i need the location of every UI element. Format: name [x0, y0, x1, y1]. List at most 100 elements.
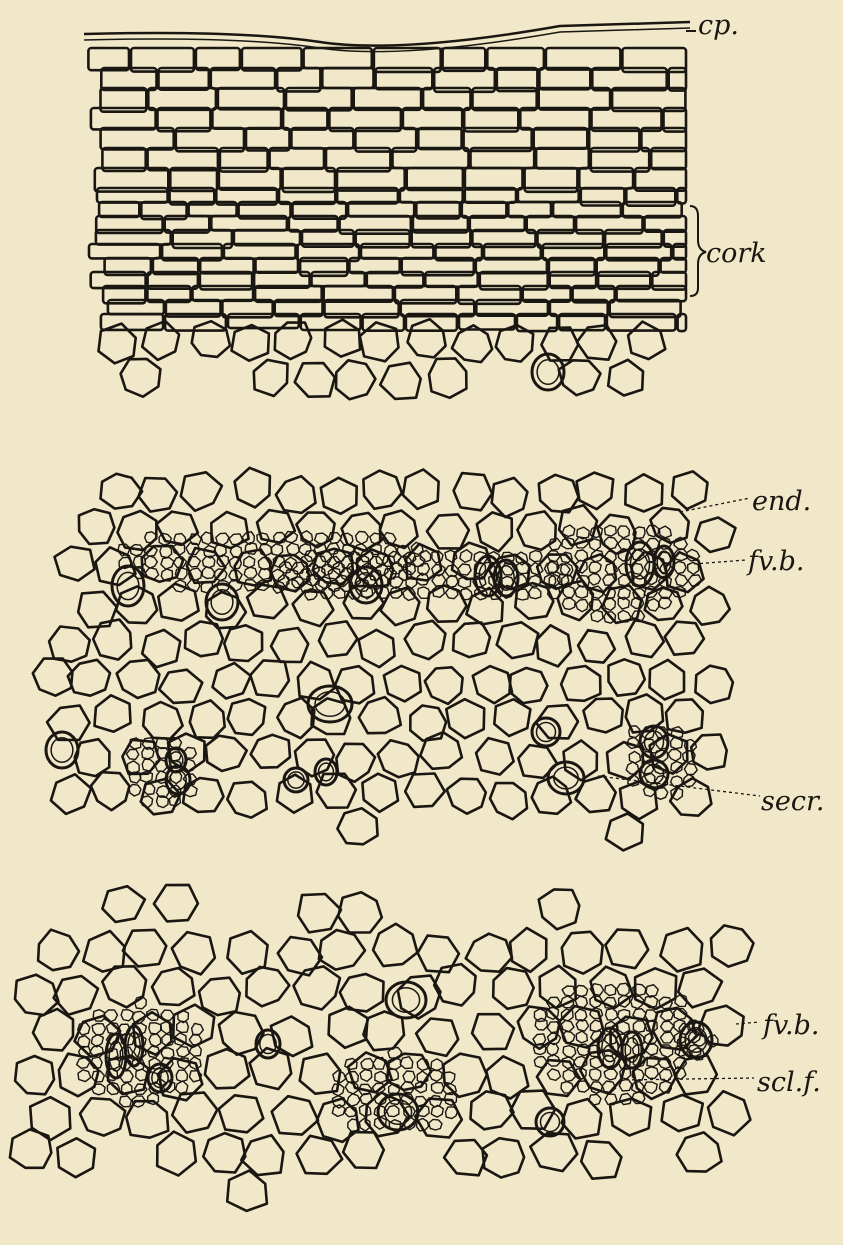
cell-wall — [562, 525, 575, 536]
cell-wall — [688, 575, 702, 586]
cell-wall — [271, 628, 308, 662]
cell-wall — [121, 359, 161, 397]
cell-wall — [359, 697, 401, 733]
cell-wall — [561, 1082, 574, 1094]
cell-wall — [632, 564, 644, 575]
cell-wall — [539, 475, 579, 513]
cork-cell — [89, 244, 160, 258]
cell-wall — [695, 666, 733, 703]
cell-wall — [628, 322, 665, 360]
cell-wall — [518, 1007, 560, 1049]
cell-wall — [145, 556, 157, 568]
cell-wall — [578, 630, 615, 663]
cell-wall — [617, 1022, 629, 1034]
cork-cell — [354, 88, 421, 110]
label-fvb-upper: fv.b. — [748, 548, 805, 575]
cell-wall — [172, 1093, 217, 1133]
cell-wall — [608, 360, 643, 396]
cell-wall — [95, 695, 131, 731]
cell-wall — [139, 478, 178, 512]
cell-wall — [230, 546, 241, 557]
cell-wall — [444, 1140, 487, 1175]
cell-wall — [254, 360, 288, 396]
middle-tissue-panel — [33, 468, 736, 851]
cork-cell — [539, 68, 590, 89]
cell-wall — [563, 1046, 576, 1058]
cell-wall — [660, 526, 672, 538]
cell-wall — [446, 699, 484, 738]
cell-wall — [425, 667, 463, 704]
cell-wall — [158, 584, 198, 621]
cell-wall — [79, 509, 115, 544]
cell-wall — [562, 986, 575, 996]
cell-wall — [561, 1021, 574, 1032]
cell-wall — [30, 1097, 70, 1140]
cell-wall — [539, 889, 580, 929]
cork-cell — [534, 128, 588, 149]
cell-wall — [511, 1091, 556, 1129]
cell-wall — [591, 967, 633, 1008]
cell-wall — [405, 774, 445, 807]
cell-wall — [547, 1069, 560, 1081]
label-secr: secr. — [761, 788, 824, 815]
vessel-inner — [537, 360, 559, 384]
cell-wall — [295, 363, 335, 397]
cell-wall — [213, 663, 251, 698]
cell-wall — [49, 627, 90, 662]
cell-wall — [490, 783, 527, 819]
cell-wall — [384, 666, 421, 702]
cell-wall — [432, 565, 445, 576]
cell-wall — [405, 621, 446, 659]
cell-wall — [562, 598, 575, 610]
cell-wall — [645, 588, 683, 620]
cell-wall — [129, 784, 141, 796]
cell-wall — [388, 1048, 402, 1060]
cell-wall — [359, 630, 395, 667]
cell-wall — [77, 1058, 90, 1069]
cell-wall — [257, 510, 295, 542]
cell-wall — [57, 1138, 95, 1177]
cell-wall — [675, 1055, 717, 1094]
cell-wall — [192, 1023, 204, 1034]
cork-cell — [256, 258, 299, 273]
cell-wall — [427, 514, 469, 548]
cell-wall — [431, 1105, 443, 1117]
cell-wall — [161, 557, 174, 569]
cell-wall — [361, 1059, 373, 1070]
cell-wall — [235, 468, 270, 508]
cell-wall — [189, 1035, 201, 1045]
cell-wall — [298, 894, 341, 932]
cell-wall — [126, 749, 138, 759]
cell-wall — [54, 976, 98, 1015]
label-cork: cork — [706, 240, 767, 267]
cell-wall — [606, 1009, 618, 1020]
cell-wall — [576, 1031, 587, 1043]
cell-wall — [362, 774, 398, 812]
cell-wall — [400, 1057, 412, 1069]
vessel-inner — [51, 738, 73, 762]
cell-wall — [335, 666, 374, 703]
cell-wall — [517, 511, 555, 549]
cell-wall — [672, 471, 707, 509]
cell-wall — [363, 471, 402, 509]
cell-wall — [476, 738, 513, 775]
cell-wall — [51, 774, 91, 814]
cell-wall — [430, 1070, 443, 1081]
cell-wall — [671, 738, 683, 749]
cell-wall — [708, 1091, 750, 1135]
cell-wall — [297, 1136, 343, 1174]
cell-wall — [93, 620, 131, 660]
cell-wall — [143, 702, 182, 739]
cell-wall — [575, 996, 587, 1008]
cell-wall — [177, 1046, 190, 1057]
cell-wall — [670, 778, 711, 816]
cell-wall — [661, 1021, 674, 1031]
cell-wall — [589, 574, 601, 586]
cell-wall — [378, 740, 419, 777]
cell-wall — [120, 1096, 132, 1107]
cell-wall — [227, 1171, 267, 1211]
cell-wall — [510, 668, 548, 703]
cell-wall — [483, 1138, 525, 1177]
cork-cell — [97, 188, 168, 203]
